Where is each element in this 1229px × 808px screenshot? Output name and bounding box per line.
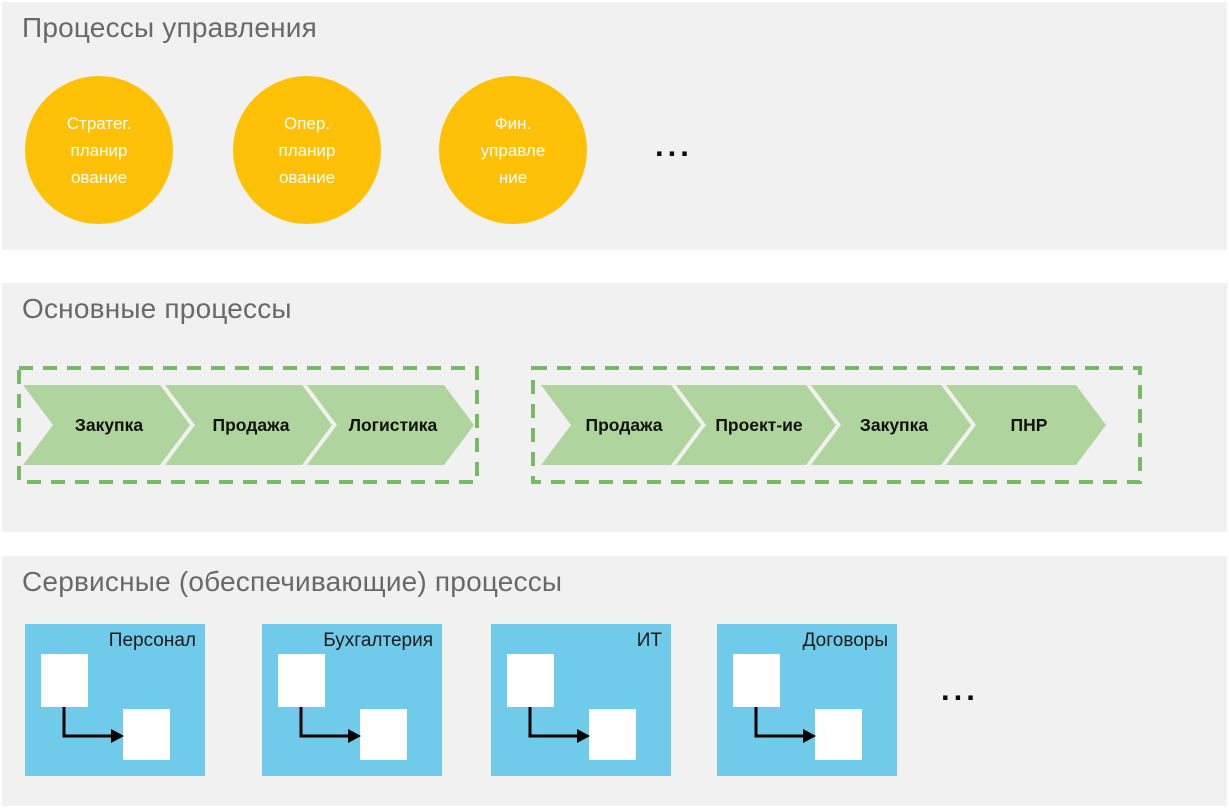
service-card-label: Договоры [802,630,888,651]
flow-step-label: Продажа [213,415,290,435]
process-chain-2: Продажа Проект-ие Закупка ПНР [531,366,1142,484]
process-chain-1: Закупка Продажа Логистика [17,366,479,484]
service-card-contracts: Договоры [717,624,897,776]
service-card-accounting: Бухгалтерия [262,624,442,776]
process-circle-strategic-planning: Стратег. планир ование [25,76,173,224]
process-circle-financial-management: Фин. управле ние [439,76,587,224]
doc-rect-b [589,709,636,760]
core-processes-section: Основные процессы Закупка Продажа Логист… [2,283,1227,532]
circle-label-line: планир [70,140,128,160]
service-card-label: ИТ [636,630,662,651]
chevron-arrow [23,385,190,465]
flow-step-label: Закупка [860,415,929,435]
chevron-arrow [307,385,474,465]
circle-label-line: Стратег. [66,113,132,133]
elbow-arrow-icon [62,707,124,743]
chevron-arrow [676,385,836,465]
service-card-it: ИТ [491,624,671,776]
section-title-core: Основные процессы [22,293,292,324]
chevron-arrow [946,385,1106,465]
flow-step-label: Проект-ие [715,415,803,435]
flow-step-label: Продажа [586,415,663,435]
circle-label-line: ование [70,167,128,187]
circle-label-line: управле [480,140,546,160]
circle-label-line: Опер. [283,113,331,133]
circle-label-line: ние [498,167,528,187]
section-title-management: Процессы управления [22,12,317,43]
circle-label-line: планир [278,140,336,160]
chevron-arrow [165,385,332,465]
doc-rect-b [360,709,407,760]
dashed-group-border [17,366,479,484]
doc-rect-a [278,654,325,707]
elbow-arrow-icon [299,707,361,743]
flow-step-label: Логистика [349,415,438,435]
circle-label-line: Фин. [494,113,532,133]
doc-rect-a [733,654,780,707]
chevron-arrow [811,385,971,465]
section-title-service: Сервисные (обеспечивающие) процессы [22,566,563,597]
service-card-label: Бухгалтерия [323,630,433,651]
ellipsis-more-processes: ... [655,128,693,163]
doc-rect-b [123,709,170,760]
service-processes-section: Сервисные (обеспечивающие) процессы Перс… [2,556,1227,806]
chevron-arrow [541,385,701,465]
management-processes-section: Процессы управления Стратег. планир ован… [2,2,1227,250]
flow-step-label: Закупка [75,415,144,435]
doc-rect-a [41,654,88,707]
flow-step-label: ПНР [1011,415,1048,435]
circle-label-line: ование [278,167,336,187]
ellipsis-more-services: ... [941,672,979,707]
service-card-personnel: Персонал [25,624,205,776]
elbow-arrow-icon [528,707,590,743]
process-circle-operational-planning: Опер. планир ование [233,76,381,224]
service-card-label: Персонал [108,630,196,651]
elbow-arrow-icon [754,707,816,743]
doc-rect-b [815,709,862,760]
doc-rect-a [507,654,554,707]
